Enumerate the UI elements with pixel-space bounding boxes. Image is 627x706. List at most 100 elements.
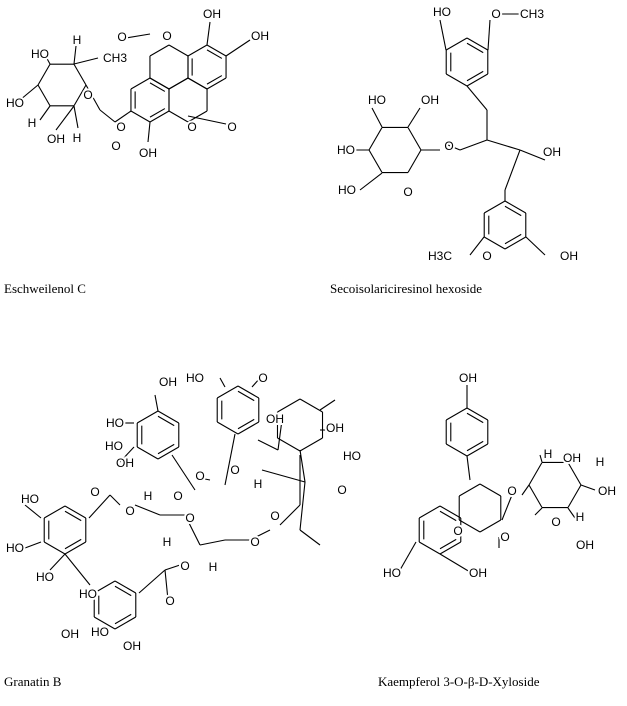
bond [249,529,271,541]
atom-label: HO [343,449,361,463]
ring-bond [43,505,66,519]
atom-label: OH [576,538,594,552]
double-bond [157,443,175,455]
atom-label: CH3 [103,51,127,65]
ring-bond [567,484,582,508]
bond [64,553,91,586]
bond [73,105,79,129]
bond [371,107,383,128]
atom-label: HO [338,183,356,197]
atom-label: OH [116,456,134,470]
atom-label: O [180,559,189,573]
bond [73,57,99,65]
ring-bond [368,149,383,173]
bond [225,39,251,57]
double-bond [504,233,522,245]
atom-label: O [117,30,126,44]
bond [469,236,485,256]
ring-bond [157,446,180,460]
atom-label: HO [383,566,401,580]
atom-label: OH [421,93,439,107]
ring-bond [206,77,227,90]
bond [164,569,169,601]
bond [466,85,488,111]
ring-bond [216,385,239,399]
ring-bond [149,44,170,57]
bond [261,469,306,483]
atom-label: OH [598,484,616,498]
atom-label: OH [61,627,79,641]
atom-label: HO [105,439,123,453]
atom-label: O [195,469,204,483]
double-bond [206,75,223,85]
bond [109,494,121,506]
bond [279,504,301,526]
bond [24,504,42,519]
bond [299,529,321,546]
ring-bond [149,110,170,123]
ring-bond [407,127,422,151]
ring-bond [64,505,87,519]
atom-label: O [230,463,239,477]
bond [439,553,471,573]
atom-label: H3C [428,249,452,263]
bond [319,399,336,411]
caption-kaempferol-xyloside: Kaempferol 3-O-β-D-Xyloside [378,674,540,689]
bond [114,110,132,123]
ring-bond [466,37,489,51]
double-bond [64,510,82,522]
ring-bond [237,385,260,399]
double-bond [439,510,457,522]
bond [49,553,66,571]
atom-label: HO [21,492,39,506]
ring-bond [407,149,422,173]
atom-label: HO [31,47,49,61]
ring-bond [37,84,51,107]
ring-bond [466,443,489,457]
atom-label: H [163,535,172,549]
atom-label: O [482,249,491,263]
atom-label: H [544,447,553,461]
bond [399,541,417,571]
atom-label: H [28,116,37,130]
atom-label: CH3 [520,7,544,21]
bond [459,139,488,151]
ring-bond [445,443,468,457]
atom-label: O [185,511,194,525]
atom-label: O [165,594,174,608]
bond [99,109,116,123]
ring-bond [483,236,506,250]
ring-bond [43,541,66,555]
atom-label: H [144,489,153,503]
atom-label: HO [91,625,109,639]
bond [206,21,211,46]
ring-bond [445,407,468,421]
double-bond [157,415,175,427]
bond [119,446,135,463]
bond [567,454,576,463]
atom-label: HO [433,5,451,19]
atom-label: OH [159,375,177,389]
ring-bond [93,616,116,630]
atom-label: O [250,535,259,549]
bond [539,454,543,463]
atom-label: HO [36,570,54,584]
bond [407,107,421,128]
atom-label: OH [560,249,578,263]
ring-bond [73,63,87,86]
atom-label: O [491,7,500,21]
bond [85,84,101,111]
ring-bond [37,63,51,86]
bond [567,507,576,519]
bond [125,33,151,39]
ring-bond [157,410,180,424]
ring-bond [299,437,323,452]
bond [187,115,227,125]
ring-bond [418,505,441,519]
atom-label: O [173,489,182,503]
ring-bond [466,407,489,421]
bond [299,449,306,483]
ring-bond [504,200,527,214]
